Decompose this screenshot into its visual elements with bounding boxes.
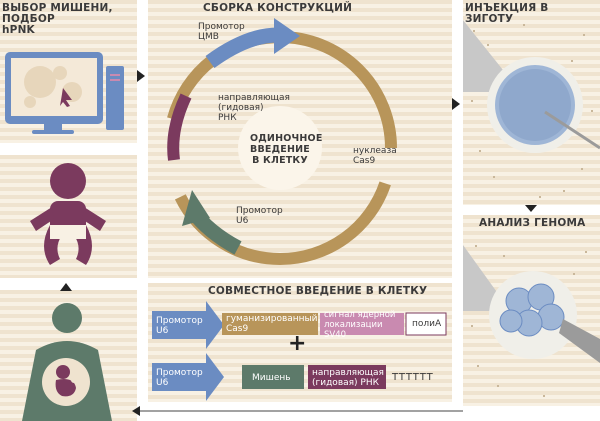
row1-promoter: Промотор U6	[156, 316, 203, 336]
center-line-1: ОДИНОЧНОЕ	[250, 133, 323, 144]
target-title-line-1: ВЫБОР МИШЕНИ,	[2, 2, 113, 14]
arrow-injection-to-analysis	[525, 205, 537, 212]
center-line-2: ВВЕДЕНИЕ	[250, 144, 310, 155]
cas9-line-1: нуклеаза	[353, 146, 397, 156]
row1-cas9-line-1: гуманизированный	[226, 314, 318, 324]
computer-icon	[5, 52, 124, 134]
center-line-3: В КЛЕТКУ	[252, 155, 308, 166]
row2-guide-line-2: (гидовая) РНК	[312, 378, 380, 388]
zygote-injection-icon	[463, 20, 600, 198]
row1-cas9-line-2: Cas9	[226, 324, 249, 334]
row1-nls-line-1: сигнал ядерной	[324, 310, 396, 320]
panel-genome-analysis: АНАЛИЗ ГЕНОМА	[463, 215, 600, 406]
guide-line-3: РНК	[218, 113, 237, 123]
analysis-title: АНАЛИЗ ГЕНОМА	[479, 217, 586, 229]
panel-baby	[0, 155, 137, 278]
target-title: ВЫБОР МИШЕНИ, ПОДБОР hPNK	[2, 3, 137, 36]
u6-line-2: U6	[236, 216, 249, 226]
label-cmv-promoter: Промотор ЦМВ	[198, 22, 245, 42]
row2-terminator: TTTTTT	[392, 372, 434, 383]
construct-diagram	[152, 301, 447, 401]
plasmid-diagram	[163, 18, 397, 265]
guide-line-1: направляющая	[218, 93, 290, 103]
row1-promoter-line-2: U6	[156, 326, 169, 336]
row1-polya: полиА	[412, 319, 442, 329]
cas9-line-2: Cas9	[353, 156, 376, 166]
row2-guide-line-1: направляющая	[312, 368, 384, 378]
injection-title: ИНЪЕКЦИЯ В ЗИГОТУ	[465, 2, 549, 25]
row1-nls-line-3: SV40	[324, 330, 347, 340]
row1-nls: сигнал ядерной локализации SV40	[324, 310, 395, 340]
target-title-line-2: ПОДБОР	[2, 13, 55, 25]
pregnant-woman-icon	[22, 303, 112, 421]
panel-target-selection: ВЫБОР МИШЕНИ, ПОДБОР hPNK	[0, 0, 137, 143]
u6-line-1: Промотор	[236, 206, 283, 216]
row2-promoter: Промотор U6	[156, 368, 203, 388]
label-guide-rna: направляющая (гидовая) РНК	[218, 93, 290, 123]
plus-sign: +	[288, 331, 307, 356]
row2-target: Мишень	[252, 373, 291, 383]
embryo-analysis-icon	[463, 245, 600, 397]
row2-promoter-line-1: Промотор	[156, 368, 203, 378]
guide-line-2: (гидовая)	[218, 103, 264, 113]
row1-nls-line-2: локализации	[324, 320, 383, 330]
row2-promoter-line-2: U6	[156, 378, 169, 388]
cmv-line-1: Промотор	[198, 22, 245, 32]
panel-coinjection: СОВМЕСТНОЕ ВВЕДЕНИЕ В КЛЕТКУ Промотор U6…	[148, 283, 452, 402]
row1-promoter-line-1: Промотор	[156, 316, 203, 326]
label-cas9: нуклеаза Cas9	[353, 146, 397, 166]
baby-icon	[30, 163, 106, 265]
assembly-center-label: ОДИНОЧНОЕ ВВЕДЕНИЕ В КЛЕТКУ	[250, 133, 323, 166]
guide-rna-segment	[167, 93, 192, 161]
label-u6-promoter: Промотор U6	[236, 206, 283, 226]
cmv-line-2: ЦМВ	[198, 32, 219, 42]
coinjection-title: СОВМЕСТНОЕ ВВЕДЕНИЕ В КЛЕТКУ	[208, 285, 428, 297]
arrow-target-to-assembly	[137, 70, 145, 82]
panel-assembly: СБОРКА КОНСТРУКЦИЙ ОДИНОЧНОЕ ВВЕДЕНИЕ В …	[148, 0, 452, 278]
row1-cas9: гуманизированный Cas9	[226, 314, 318, 334]
target-title-line-3: hPNK	[2, 24, 35, 36]
arrow-assembly-to-injection	[452, 98, 460, 110]
row2-guide: направляющая (гидовая) РНК	[312, 368, 384, 388]
panel-pregnancy	[0, 290, 137, 421]
panel-zygote-injection: ИНЪЕКЦИЯ В ЗИГОТУ	[463, 0, 600, 205]
assembly-title: СБОРКА КОНСТРУКЦИЙ	[203, 2, 353, 14]
